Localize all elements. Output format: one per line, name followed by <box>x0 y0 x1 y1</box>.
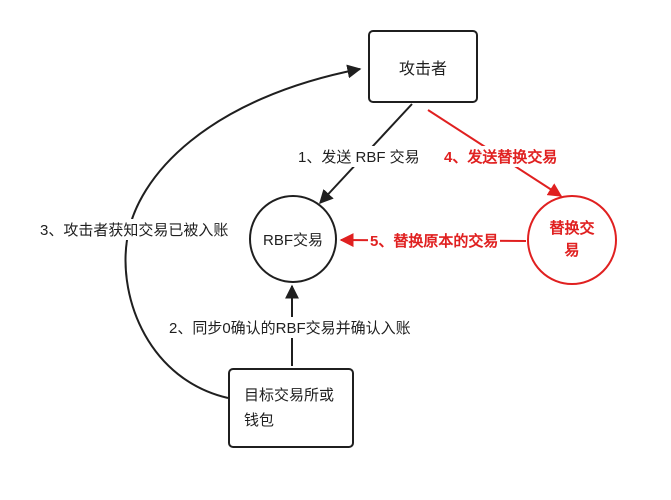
node-attacker: 攻击者 <box>368 30 478 103</box>
edge-label-step3: 3、攻击者获知交易已被入账 <box>38 219 231 240</box>
node-rbf-transaction: RBF交易 <box>249 195 337 283</box>
edge-label-step5: 5、替换原本的交易 <box>368 230 501 251</box>
node-target-exchange-wallet-label: 目标交易所或钱包 <box>244 386 335 430</box>
edge-label-step4: 4、发送替换交易 <box>442 146 560 167</box>
node-replacement-transaction: 替换交易 <box>527 195 617 285</box>
edge-label-step1: 1、发送 RBF 交易 <box>296 146 422 167</box>
node-attacker-label: 攻击者 <box>398 60 447 78</box>
node-rbf-transaction-label: RBF交易 <box>262 231 323 249</box>
edge-label-step2: 2、同步0确认的RBF交易并确认入账 <box>167 317 413 338</box>
node-replacement-transaction-label: 替换交易 <box>549 220 595 259</box>
node-target-exchange-wallet: 目标交易所或钱包 <box>228 368 354 448</box>
